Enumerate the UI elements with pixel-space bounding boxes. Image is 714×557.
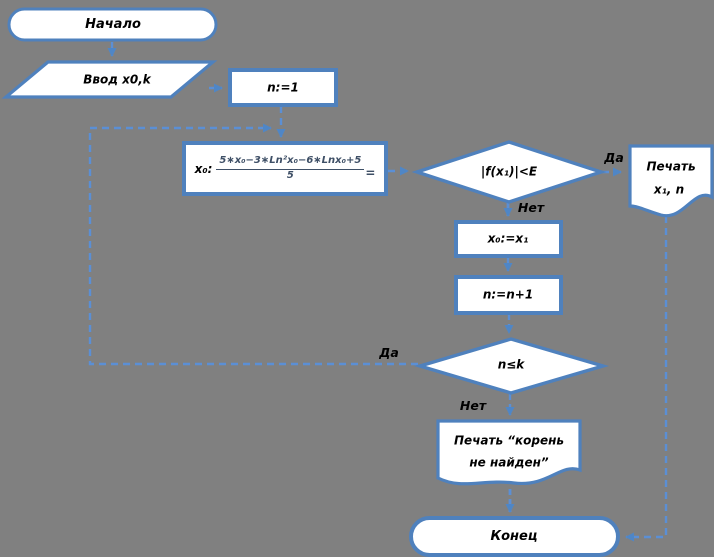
formula-content: x₀: 5∗x₀−3∗Ln²x₀−6∗Lnx₀+5 5 = (186, 145, 384, 192)
end-label: Конец (490, 528, 538, 544)
shapes (1, 7, 714, 557)
process-increment (454, 275, 563, 315)
start-label: Начало (85, 16, 141, 32)
edge-loop-decision2-yes-to-formula (88, 123, 418, 366)
terminator-start (7, 7, 218, 42)
document-print-result (628, 144, 714, 218)
terminator-end (409, 516, 620, 557)
input-label: Ввод x0,k (83, 72, 151, 87)
edge-label-decision1-no: Нет (517, 200, 545, 216)
edge-label-decision2-no: Нет (459, 398, 487, 414)
formula-equals: = (365, 165, 376, 180)
increment-label: n:=n+1 (482, 287, 534, 302)
edge-label-decision2-yes: Да (379, 345, 399, 361)
formula-denominator: 5 (286, 169, 294, 181)
print-result-line2: x₁, n (653, 182, 685, 197)
document-print-fail (436, 419, 582, 486)
print-fail-line2: не найден” (469, 455, 549, 470)
print-result-line1: Печать (646, 159, 696, 174)
decision-2 (414, 337, 610, 395)
formula-prefix: x₀: (194, 161, 213, 176)
decision-1 (411, 140, 607, 204)
assign-label: x₀:=x₁ (487, 231, 529, 246)
formula-fraction: 5∗x₀−3∗Ln²x₀−6∗Lnx₀+5 5 (216, 155, 365, 182)
process-assign (454, 220, 563, 258)
edge-print-to-end (625, 216, 668, 542)
decision2-label: n≤k (497, 357, 525, 372)
print-fail-line1: Печать “корень (454, 433, 564, 448)
init-label: n:=1 (267, 80, 299, 95)
io-input (1, 60, 218, 99)
formula-numerator: 5∗x₀−3∗Ln²x₀−6∗Lnx₀+5 (216, 155, 365, 170)
connectors (88, 42, 668, 542)
decision1-label: |f(x₁)|<E (480, 164, 538, 179)
edge-label-decision1-yes: Да (604, 150, 624, 166)
process-init (228, 68, 338, 107)
process-formula (182, 141, 388, 196)
